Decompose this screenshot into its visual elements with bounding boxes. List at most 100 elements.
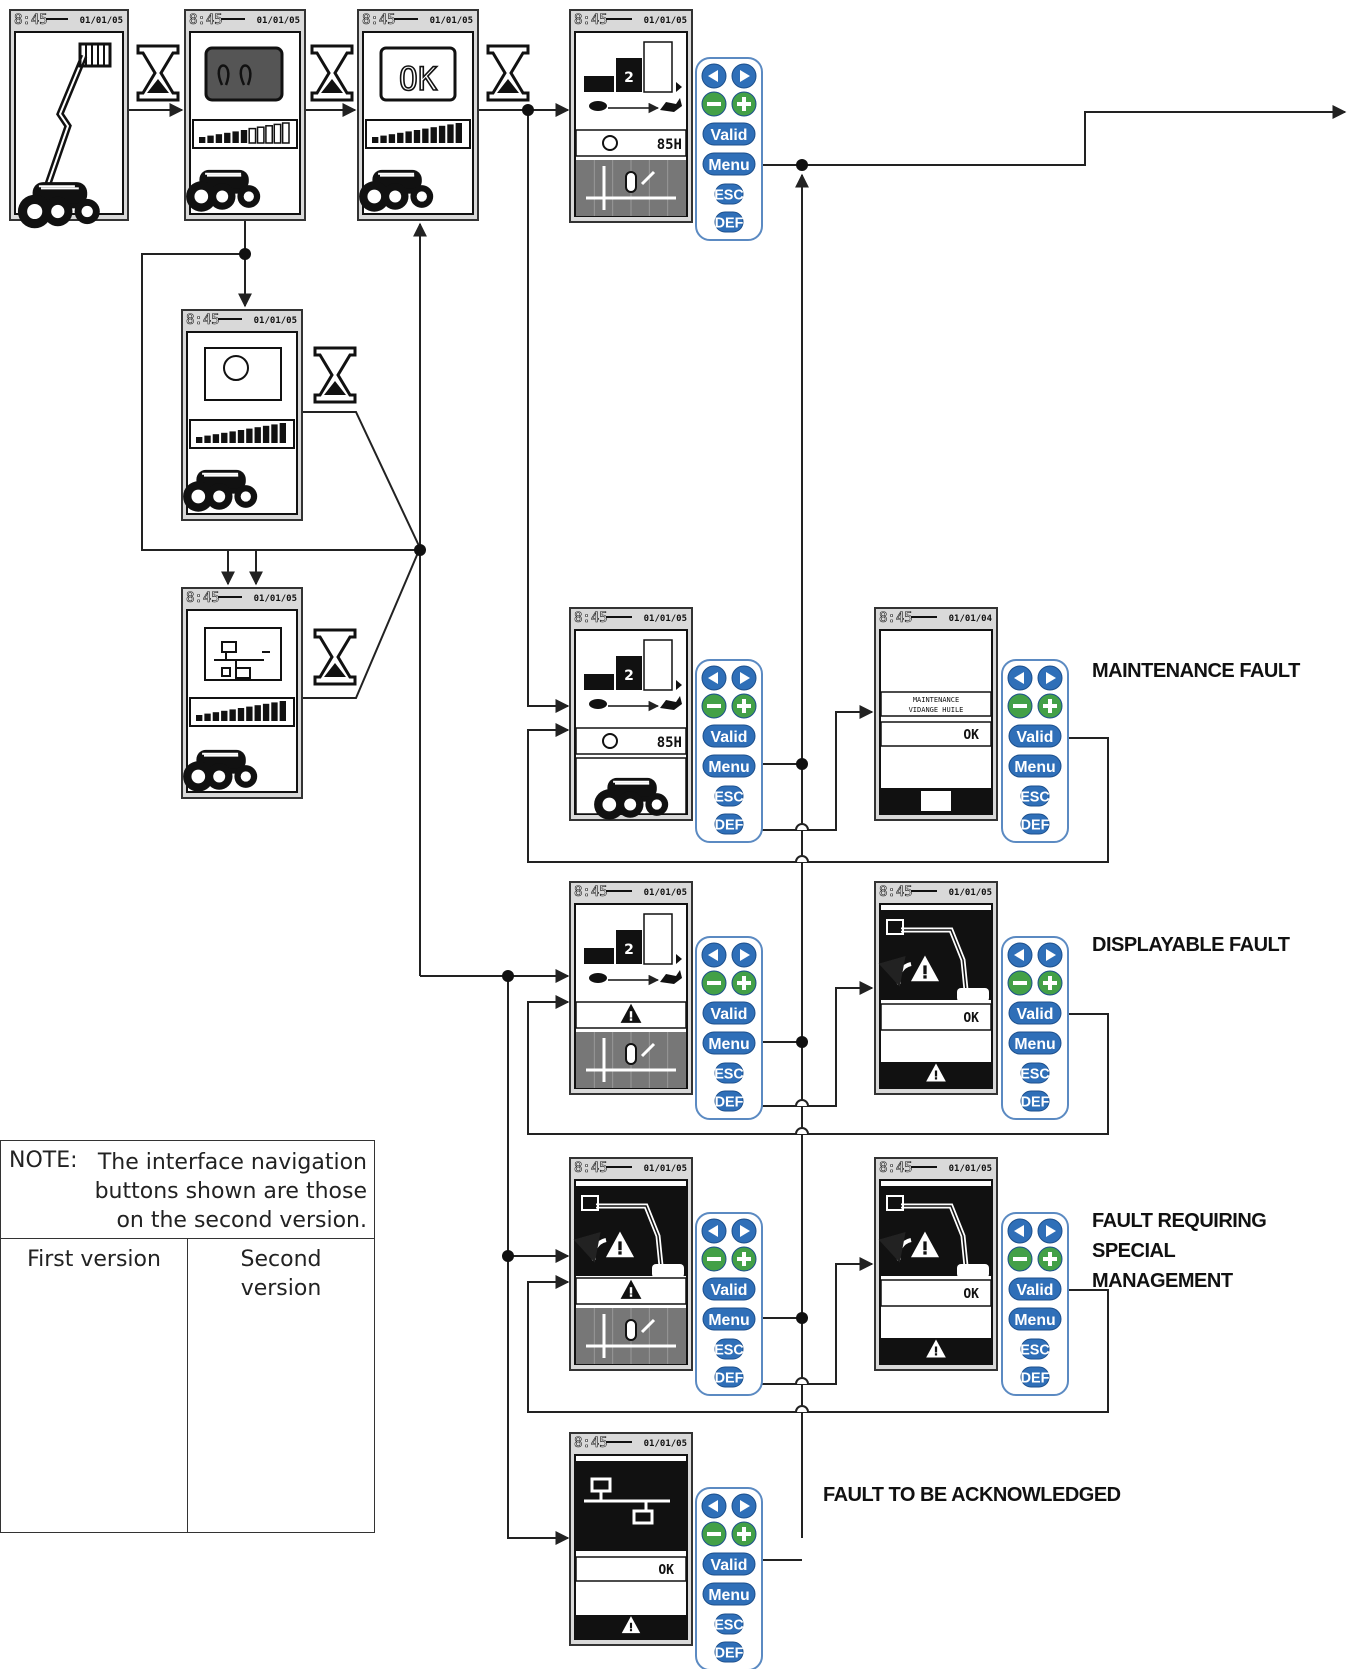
def-key[interactable]: DEF <box>1020 1366 1050 1388</box>
def-key[interactable]: DEF <box>714 1366 744 1388</box>
esc-key[interactable]: ESC <box>1020 1338 1050 1360</box>
valid-key[interactable]: Valid <box>702 1001 756 1025</box>
minus-key[interactable] <box>701 693 727 719</box>
speed-step-value: 2 <box>624 70 634 86</box>
plus-key[interactable] <box>731 1246 757 1272</box>
left-arrow-key[interactable] <box>701 63 727 89</box>
minus-key[interactable] <box>701 1521 727 1547</box>
menu-key[interactable]: Menu <box>1008 1031 1062 1055</box>
speed-step-value: 2 <box>624 942 634 958</box>
plus-key[interactable] <box>731 91 757 117</box>
svg-text:Valid: Valid <box>711 1557 748 1574</box>
menu-key[interactable]: Menu <box>702 1307 756 1331</box>
ok-prompt: OK <box>963 728 979 743</box>
esc-key[interactable]: ESC <box>714 1613 744 1635</box>
plus-key[interactable] <box>1037 970 1063 996</box>
plus-key[interactable] <box>731 693 757 719</box>
menu-key[interactable]: Menu <box>702 152 756 176</box>
plus-key[interactable] <box>1037 1246 1063 1272</box>
left-arrow-key[interactable] <box>1007 1218 1033 1244</box>
svg-text:Valid: Valid <box>1017 1006 1054 1023</box>
note-label: NOTE: <box>9 1148 78 1173</box>
esc-key[interactable]: ESC <box>714 1062 744 1084</box>
esc-key[interactable]: ESC <box>1020 1062 1050 1084</box>
left-arrow-key[interactable] <box>701 1218 727 1244</box>
ok-prompt: OK <box>963 1011 979 1026</box>
left-arrow-key[interactable] <box>701 665 727 691</box>
minus-key[interactable] <box>701 970 727 996</box>
valid-key[interactable]: Valid <box>1008 724 1062 748</box>
svg-text:ESC: ESC <box>1020 1067 1050 1083</box>
menu-key[interactable]: Menu <box>702 1582 756 1606</box>
plus-key[interactable] <box>1037 693 1063 719</box>
plus-key[interactable] <box>731 1521 757 1547</box>
junction-dot <box>522 104 534 116</box>
ok-prompt: OK <box>963 1287 979 1302</box>
junction-dot <box>414 544 426 556</box>
valid-key[interactable]: Valid <box>702 1277 756 1301</box>
ok-prompt: OK <box>658 1563 674 1578</box>
date-readout: 01/01/05 <box>254 594 297 604</box>
menu-key[interactable]: Menu <box>1008 754 1062 778</box>
valid-key[interactable]: Valid <box>702 724 756 748</box>
minus-key[interactable] <box>701 1246 727 1272</box>
clock-readout: 8:45 <box>879 884 913 900</box>
valid-key[interactable]: Valid <box>1008 1001 1062 1025</box>
speed-step-panel: 2 <box>584 913 682 986</box>
right-arrow-key[interactable] <box>731 942 757 968</box>
displayable-fault-label: DISPLAYABLE FAULT <box>1092 934 1290 956</box>
left-arrow-key[interactable] <box>1007 665 1033 691</box>
right-arrow-key[interactable] <box>1037 942 1063 968</box>
left-arrow-key[interactable] <box>701 942 727 968</box>
plus-key[interactable] <box>731 970 757 996</box>
valid-key[interactable]: Valid <box>702 1552 756 1576</box>
signal-gauge <box>189 697 295 727</box>
valid-key[interactable]: Valid <box>702 122 756 146</box>
def-key[interactable]: DEF <box>714 211 744 233</box>
menu-key[interactable]: Menu <box>702 1031 756 1055</box>
svg-text:Menu: Menu <box>708 1036 749 1053</box>
aerial-lift-base-icon <box>186 169 261 212</box>
esc-key[interactable]: ESC <box>714 1338 744 1360</box>
right-arrow-key[interactable] <box>731 63 757 89</box>
def-key[interactable]: DEF <box>714 1641 744 1663</box>
left-arrow-key[interactable] <box>1007 942 1033 968</box>
def-key[interactable]: DEF <box>1020 813 1050 835</box>
esc-key[interactable]: ESC <box>714 785 744 807</box>
menu-key[interactable]: Menu <box>1008 1307 1062 1331</box>
def-key[interactable]: DEF <box>714 813 744 835</box>
clock-readout: 8:45 <box>362 12 396 28</box>
left-arrow-key[interactable] <box>701 1493 727 1519</box>
svg-text:ESC: ESC <box>714 188 744 204</box>
date-readout: 01/01/04 <box>949 614 993 624</box>
right-arrow-key[interactable] <box>1037 665 1063 691</box>
minus-key[interactable] <box>1007 693 1033 719</box>
minus-key[interactable] <box>1007 970 1033 996</box>
esc-key[interactable]: ESC <box>1020 785 1050 807</box>
svg-text:DEF: DEF <box>715 216 744 232</box>
right-arrow-key[interactable] <box>731 1218 757 1244</box>
clock-readout: 8:45 <box>879 610 913 626</box>
minus-key[interactable] <box>1007 1246 1033 1272</box>
aerial-lift-base-icon <box>183 749 258 792</box>
def-key[interactable]: DEF <box>714 1090 744 1112</box>
right-arrow-key[interactable] <box>731 1493 757 1519</box>
right-arrow-key[interactable] <box>731 665 757 691</box>
aerial-lift-base-icon <box>594 777 669 820</box>
right-arrow-key[interactable] <box>1037 1218 1063 1244</box>
menu-key[interactable]: Menu <box>702 754 756 778</box>
junction-dot <box>796 159 808 171</box>
minus-key[interactable] <box>701 91 727 117</box>
esc-key[interactable]: ESC <box>714 183 744 205</box>
def-key[interactable]: DEF <box>1020 1090 1050 1112</box>
valid-key[interactable]: Valid <box>1008 1277 1062 1301</box>
first-version-heading: First version <box>27 1247 161 1272</box>
